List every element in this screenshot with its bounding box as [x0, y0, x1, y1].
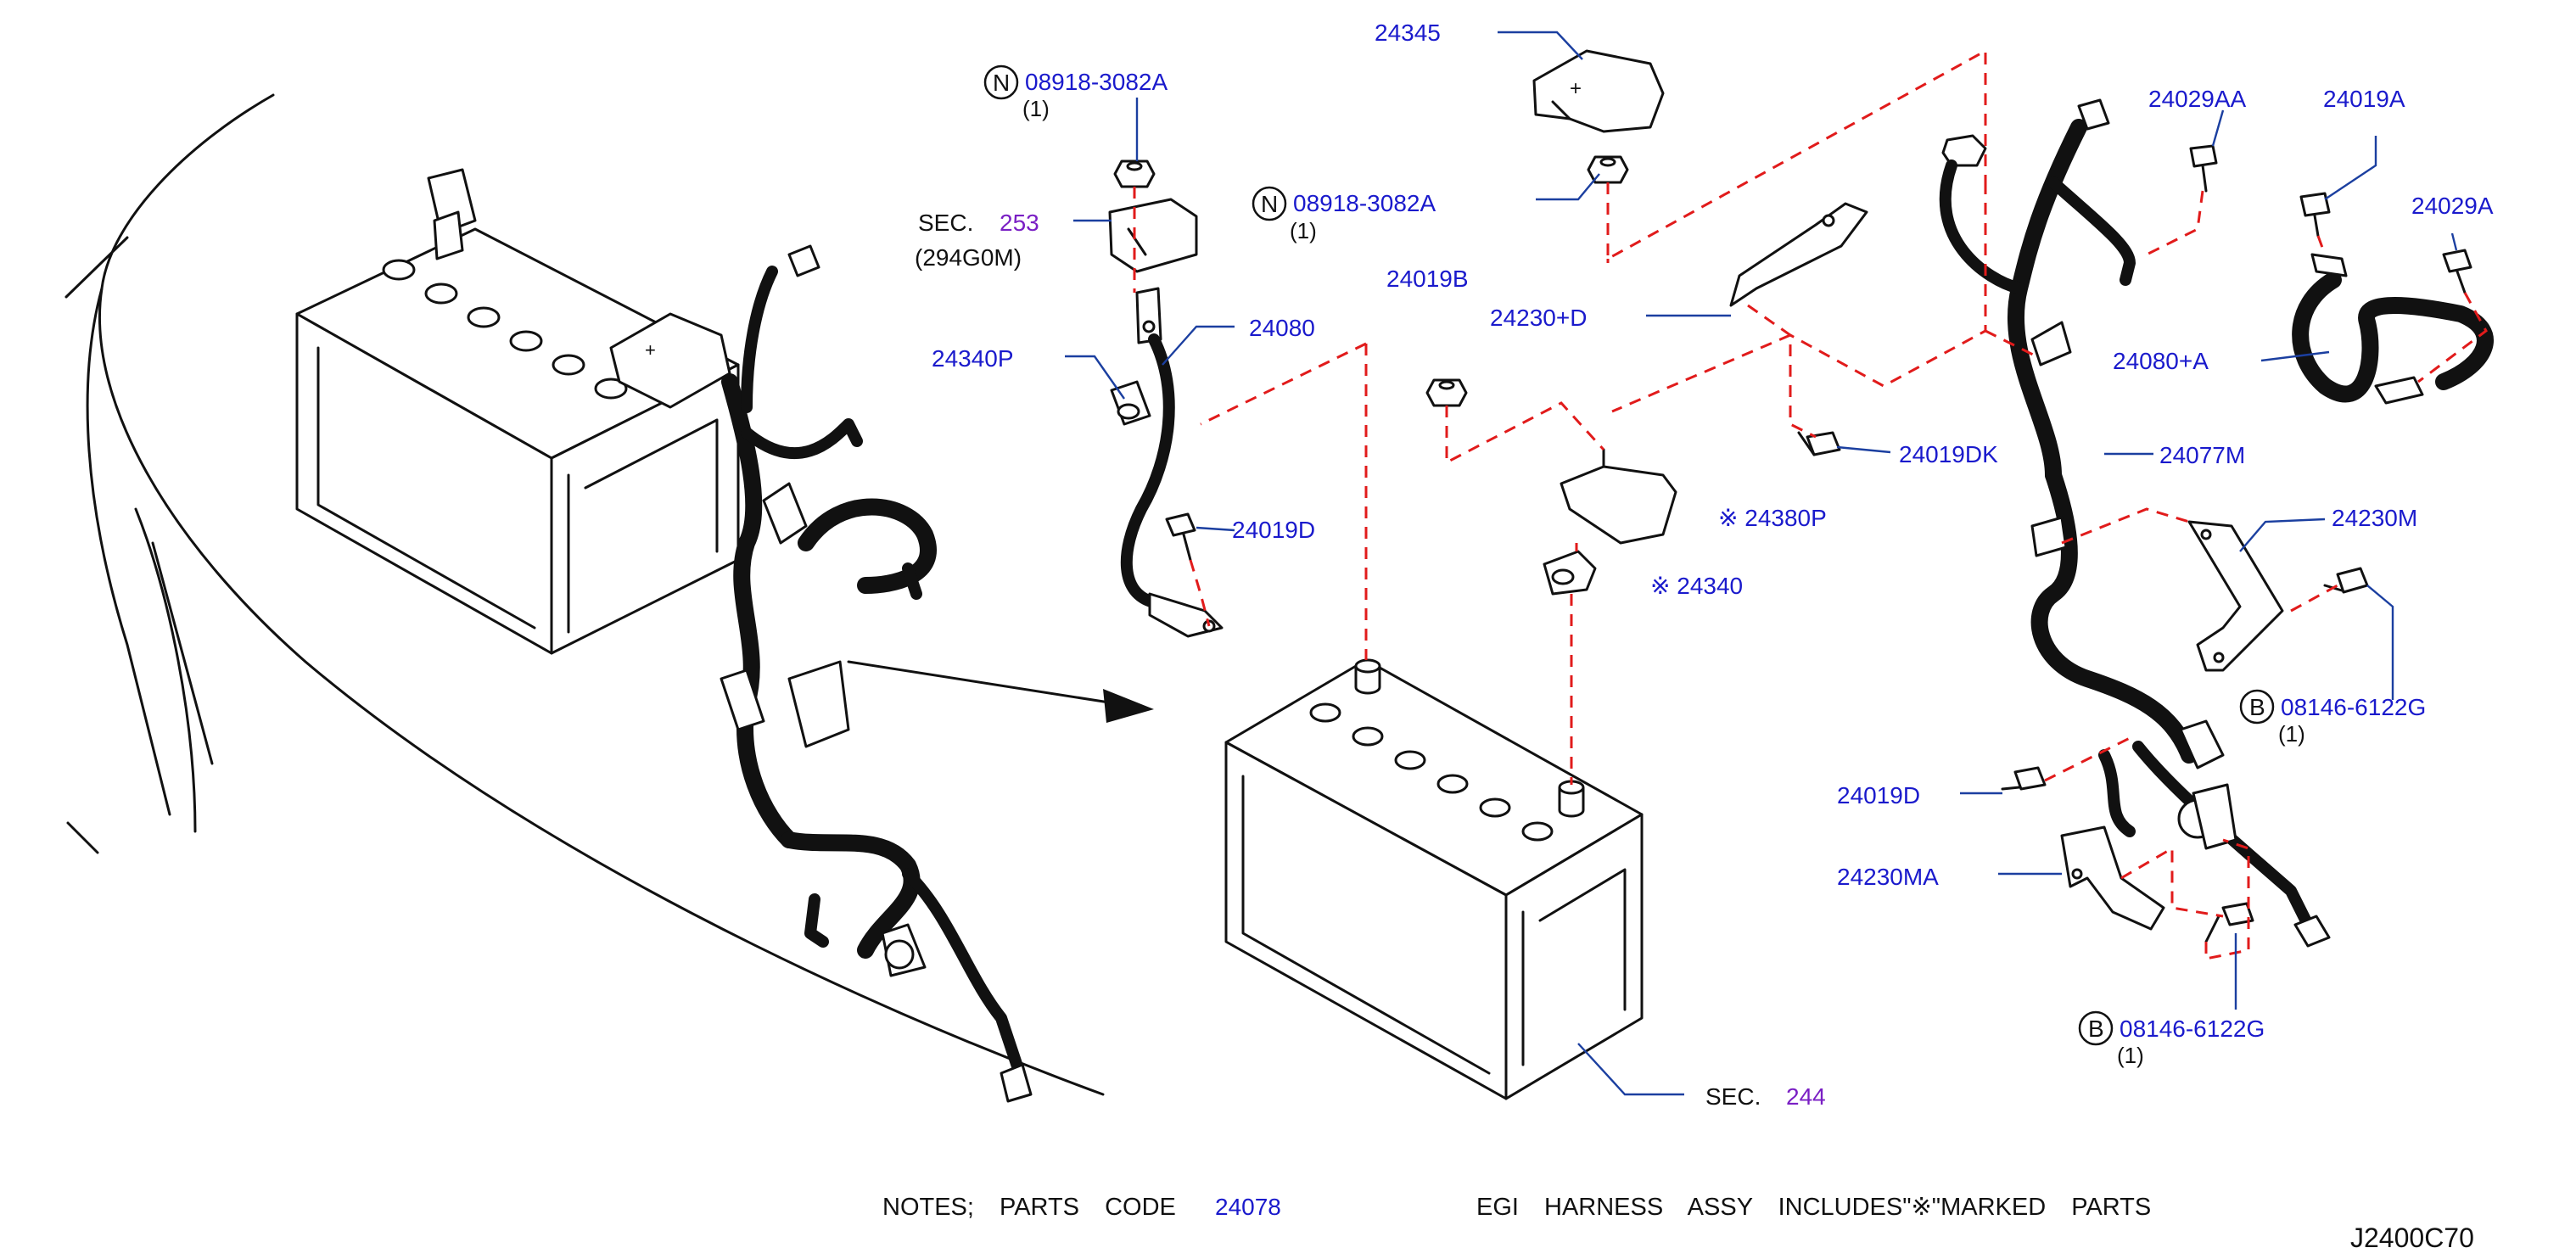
harness-overview [720, 244, 1033, 1103]
direction-arrow [847, 660, 1154, 723]
notes-footer: NOTES; PARTS CODE 24078 EGI HARNESS ASSY… [882, 1194, 2474, 1253]
label-08918-mid: 08918-3082A [1293, 190, 1436, 216]
label-24019D-right: 24019D [1837, 782, 1920, 809]
label-08918-top: 08918-3082A [1025, 69, 1168, 95]
label-08146-bot: 08146-6122G [2120, 1016, 2265, 1042]
label-24029AA: 24029AA [2148, 86, 2247, 112]
label-24019DK: 24019DK [1899, 441, 1998, 467]
qty-08146-top: (1) [2278, 721, 2305, 747]
sec253-label: SEC. [918, 210, 973, 236]
label-24019A: 24019A [2323, 86, 2405, 112]
label-24380P: ※ 24380P [1718, 505, 1827, 531]
label-24230M: 24230M [2332, 505, 2417, 531]
label-24077M: 24077M [2159, 442, 2245, 468]
svg-text:+: + [1570, 77, 1582, 100]
b-mark-top: B [2249, 694, 2265, 720]
qty-08918-top: (1) [1022, 96, 1050, 121]
sec244-label: SEC. [1705, 1083, 1761, 1110]
label-24080A: 24080+A [2113, 348, 2209, 374]
label-24230D: 24230+D [1490, 305, 1587, 331]
label-24080: 24080 [1249, 315, 1315, 341]
qty-08146-bot: (1) [2117, 1043, 2144, 1068]
vehicle-body-outline [64, 93, 1105, 1096]
n-mark-top: N [993, 70, 1010, 96]
battery-overview: + [295, 168, 740, 655]
n-mark-icon [1252, 186, 1287, 221]
notes-code: 24078 [1215, 1194, 1281, 1220]
svg-text:+: + [645, 339, 656, 361]
label-08146-top: 08146-6122G [2281, 694, 2426, 720]
sec253-number: 253 [1000, 210, 1039, 236]
label-24019B: 24019B [1386, 266, 1469, 292]
label-24340P: 24340P [932, 345, 1014, 372]
b-mark-icon [2239, 689, 2275, 725]
center-parts: + [1108, 49, 1868, 638]
sec244-number: 244 [1786, 1083, 1826, 1110]
b-mark-bot: B [2088, 1016, 2104, 1042]
callout-leaders [1065, 31, 2458, 1096]
callout-labels: 24345 N 08918-3082A (1) SEC. 253 (294G0M… [915, 20, 2494, 1110]
label-24340: ※ 24340 [1650, 573, 1743, 599]
b-mark-icon [2078, 1010, 2114, 1046]
battery-main [1224, 658, 1644, 1100]
n-mark-mid: N [1261, 191, 1278, 217]
notes-egi: EGI HARNESS ASSY INCLUDES"※"MARKED PARTS [1476, 1194, 2151, 1221]
n-mark-icon [983, 64, 1019, 100]
assembly-dashed-lines [1133, 48, 2488, 960]
qty-08918-mid: (1) [1290, 218, 1317, 243]
sec253-sub: (294G0M) [915, 244, 1022, 271]
notes-text: NOTES; PARTS CODE [882, 1194, 1176, 1221]
label-24345: 24345 [1375, 20, 1441, 46]
right-parts [1939, 98, 2494, 948]
diagram-code: J2400C70 [2350, 1223, 2474, 1253]
label-24029A: 24029A [2411, 193, 2494, 219]
label-24019D-mid: 24019D [1232, 517, 1315, 543]
label-24230MA: 24230MA [1837, 864, 1939, 890]
